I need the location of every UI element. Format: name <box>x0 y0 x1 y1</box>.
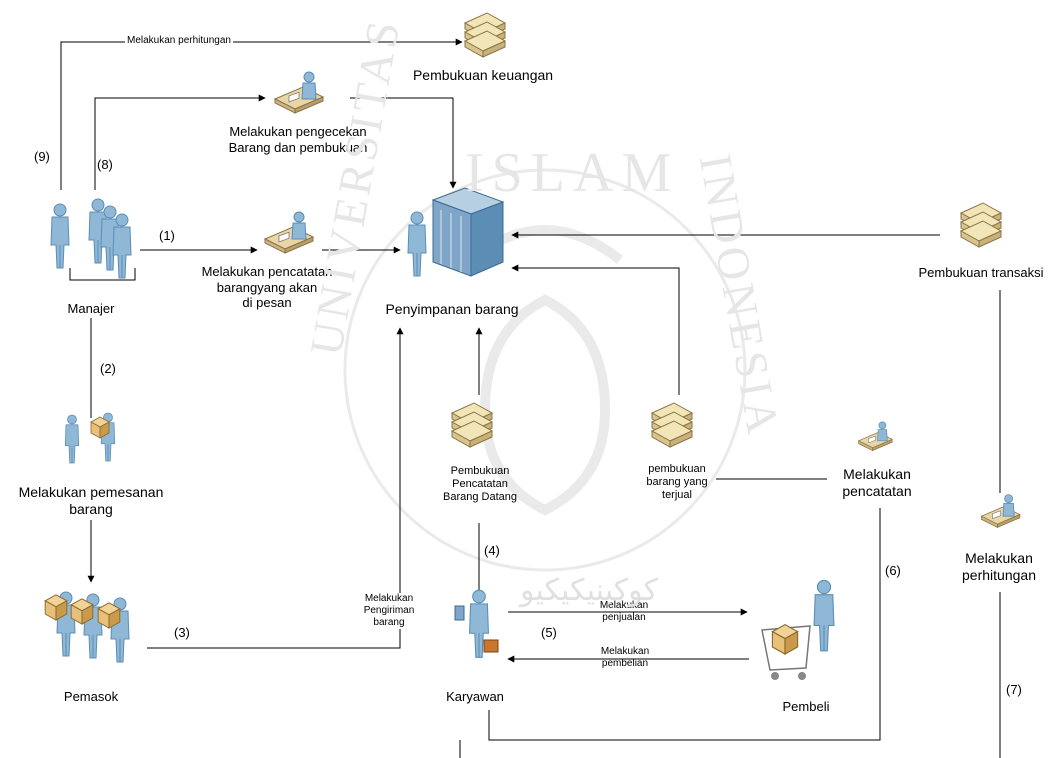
desk-catat-icon <box>858 421 893 451</box>
step-3: (3) <box>174 625 190 640</box>
books-terjual-icon <box>651 402 693 448</box>
step-7: (7) <box>1006 682 1022 697</box>
node-pengecekan-line2: Barang dan pembukuan <box>228 139 368 155</box>
node-pengecekan-line1: Melakukan pengecekan <box>229 124 367 139</box>
pemasok-icon <box>44 591 130 663</box>
pemesanan-icon <box>64 412 116 464</box>
node-pemasok: Pemasok <box>63 689 119 704</box>
node-manajer: Manajer <box>67 301 115 316</box>
edge-8 <box>94 94 266 190</box>
connectors <box>60 38 1001 758</box>
manajer-bracket <box>69 268 136 281</box>
node-melakukan-perhitungan-line2: perhitungan <box>962 566 1036 583</box>
step-1: (1) <box>159 228 175 243</box>
node-pembukuan-transaksi: Pembukuan transaksi <box>918 265 1044 280</box>
node-pembukuan-datang-line2: Pencatatan <box>452 478 508 491</box>
node-pembukuan-terjual-line1: pembukuan <box>648 463 706 475</box>
manajer-icon <box>50 198 132 279</box>
step-9: (9) <box>34 149 50 164</box>
edge-label-penjualan-line2: penjualan <box>602 612 646 623</box>
node-melakukan-pencatatan-line2: pencatatan <box>842 482 912 499</box>
edge-label-pembelian: Melakukan pembelian <box>601 646 649 670</box>
node-pencatatan-pesan: Melakukan pencatatan barangyang akan di … <box>202 264 333 311</box>
watermark <box>343 168 747 572</box>
step-5: (5) <box>541 625 557 640</box>
pembeli-icon <box>761 579 835 680</box>
node-pembukuan-datang-line1: Pembukuan <box>450 465 510 477</box>
node-pemesanan-line1: Melakukan pemesanan <box>18 484 164 500</box>
edge-label-pengiriman-line2: Pengiriman <box>363 605 415 616</box>
edge-3 <box>147 327 404 649</box>
node-pemesanan: Melakukan pemesanan barang <box>19 484 164 518</box>
node-melakukan-perhitungan-line1: Melakukan <box>965 550 1033 566</box>
node-pembukuan-datang: Pembukuan Pencatatan Barang Datang <box>443 465 517 505</box>
node-pembukuan-terjual-line3: terjual <box>662 489 692 502</box>
node-pencatatan-pesan-line3: di pesan <box>242 295 292 311</box>
node-pembeli: Pembeli <box>782 699 830 714</box>
step-2: (2) <box>100 361 116 376</box>
desk-pengecekan-icon <box>274 71 324 114</box>
books-keuangan-icon <box>464 12 506 58</box>
step-4: (4) <box>484 543 500 558</box>
edge-label-pengiriman-line1: Melakukan <box>364 593 414 604</box>
edge-cek-simpan <box>350 97 457 189</box>
node-pembukuan-keuangan: Pembukuan keuangan <box>412 67 554 83</box>
edge-label-pembelian-line1: Melakukan <box>600 646 650 657</box>
desk-hitung-icon <box>981 494 1021 528</box>
edge-label-9: Melakukan perhitungan <box>125 35 233 47</box>
node-melakukan-perhitungan: Melakukan perhitungan <box>962 550 1036 584</box>
node-penyimpanan: Penyimpanan barang <box>385 301 519 317</box>
node-pembukuan-terjual-line2: barang yang <box>646 476 708 489</box>
node-pengecekan: Melakukan pengecekan Barang dan pembukua… <box>229 124 368 155</box>
edge-label-pembelian-line2: pembelian <box>601 658 649 669</box>
node-pembukuan-datang-line3: Barang Datang <box>443 491 517 504</box>
server-icon <box>407 187 505 277</box>
step-6: (6) <box>885 563 901 578</box>
watermark-top-text: ISLAM <box>465 142 680 204</box>
karyawan-icon <box>454 589 499 658</box>
edge-6 <box>488 508 881 741</box>
node-melakukan-pencatatan-line1: Melakukan <box>843 466 911 482</box>
edge-label-pengiriman: Melakukan Pengiriman barang <box>361 593 417 629</box>
edge-terjual-simpan <box>511 264 680 395</box>
node-pencatatan-pesan-line2: barangyang akan <box>216 279 318 295</box>
edge-label-pengiriman-line3: barang <box>373 617 405 628</box>
node-pembukuan-terjual: pembukuan barang yang terjual <box>646 463 707 503</box>
edge-9 <box>60 38 463 190</box>
books-transaksi-icon <box>960 202 1002 248</box>
node-pencatatan-pesan-line1: Melakukan pencatatan <box>201 264 333 279</box>
node-melakukan-pencatatan: Melakukan pencatatan <box>842 466 911 500</box>
step-8: (8) <box>97 157 113 172</box>
edge-label-penjualan-line1: Melakukan <box>599 600 649 611</box>
watermark-script-text: كوكبنيكيكيو <box>520 573 658 608</box>
edge-label-penjualan: Melakukan penjualan <box>600 600 648 624</box>
desk-pencatatan-icon <box>264 211 314 254</box>
node-pemesanan-line2: barang <box>69 500 113 517</box>
node-karyawan: Karyawan <box>446 689 504 704</box>
